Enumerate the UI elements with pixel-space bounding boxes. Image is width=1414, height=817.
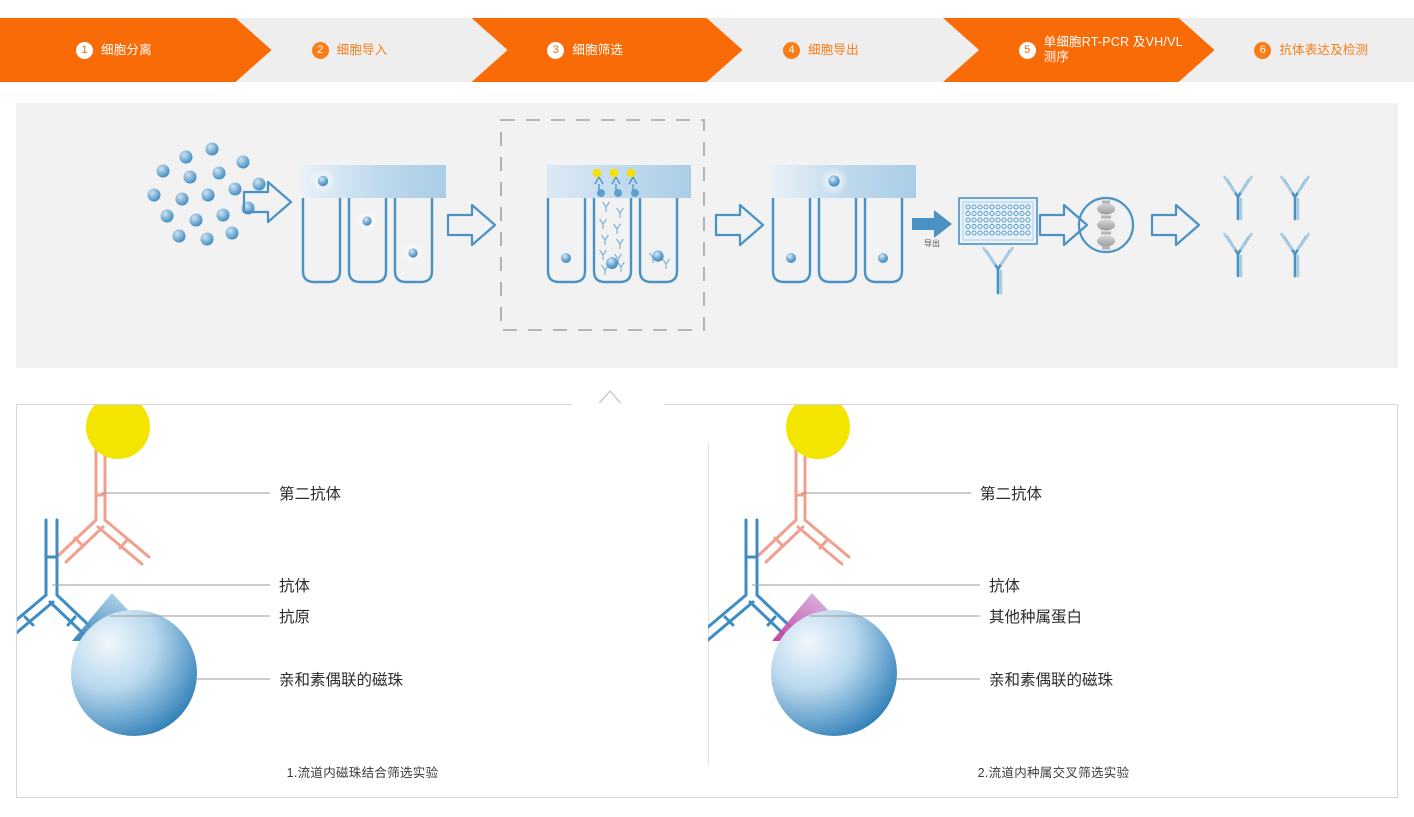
cell-export-channels-icon xyxy=(771,165,916,284)
process-step-2[interactable]: 2 细胞导入 xyxy=(235,18,508,82)
fluorescent-marker-icon xyxy=(786,405,850,459)
step-label: 细胞导出 xyxy=(808,42,859,57)
step-chevron-shape xyxy=(707,18,979,82)
step-chevron-shape xyxy=(942,18,1215,82)
bead-binding-assay-illustration: 第二抗体 抗体 抗原 亲和素偶联的磁珠 xyxy=(17,405,404,736)
cell-loading-channels-icon xyxy=(301,165,446,284)
cell-screening-channels-icon xyxy=(546,165,691,284)
process-step-3[interactable]: 3 细胞筛选 xyxy=(471,18,743,82)
leader-lines xyxy=(52,492,270,680)
screening-detail-panel: 第二抗体 抗体 抗原 亲和素偶联的磁珠 1.流道内磁珠结合筛选实验 xyxy=(16,403,1399,799)
step-label: 细胞分离 xyxy=(101,42,152,57)
cell-suspension-icon xyxy=(147,142,266,246)
left-panel-caption: 1.流道内磁珠结合筛选实验 xyxy=(286,766,439,780)
arrow-icon-2 xyxy=(446,203,497,247)
process-step-6[interactable]: 6 抗体表达及检测 xyxy=(1178,18,1414,82)
secondary-antibody-icon xyxy=(57,425,151,566)
step-number-badge: 4 xyxy=(783,41,800,59)
rt-pcr-dna-icon xyxy=(1077,196,1135,254)
step-chevron-shape xyxy=(1178,18,1414,82)
step-chevron-shape xyxy=(0,18,272,82)
process-step-5[interactable]: 5 单细胞RT-PCR 及VH/VL 测序 xyxy=(942,18,1215,82)
process-step-4[interactable]: 4 细胞导出 xyxy=(707,18,979,82)
panel-divider xyxy=(708,443,709,766)
antibody-label: 抗体 xyxy=(989,577,1021,595)
primary-antibody-icon xyxy=(708,518,799,642)
step-number-badge: 2 xyxy=(311,41,329,59)
detail-left-half: 第二抗体 抗体 抗原 亲和素偶联的磁珠 1.流道内磁珠结合筛选实验 xyxy=(17,405,708,799)
fluorescent-marker-icon xyxy=(86,405,150,459)
step-number-badge: 1 xyxy=(76,41,93,59)
step-label: 抗体表达及检测 xyxy=(1279,42,1369,57)
detail-right-half: 第二抗体 抗体 其他种属蛋白 亲和素偶联的磁珠 2.流道内种属交叉筛选实验 xyxy=(708,405,1399,799)
step-label: 单细胞RT-PCR 及VH/VL 测序 xyxy=(1043,35,1183,64)
step-number-badge: 5 xyxy=(1018,41,1036,59)
step-chevron-shape xyxy=(471,18,743,82)
step-chevron-shape xyxy=(235,18,508,82)
primary-antibody-icon xyxy=(17,518,99,642)
right-panel-caption: 2.流道内种属交叉筛选实验 xyxy=(977,766,1130,780)
magnetic-bead-icon xyxy=(71,610,197,736)
antigen-label: 抗原 xyxy=(279,608,310,626)
other-species-protein-label: 其他种属蛋白 xyxy=(989,608,1082,626)
arrow-icon-4 xyxy=(1038,203,1089,247)
well-plate-icon xyxy=(958,197,1038,295)
leader-lines xyxy=(752,492,980,680)
antibody-label: 抗体 xyxy=(279,577,311,595)
species-crossreactivity-assay-illustration: 第二抗体 抗体 其他种属蛋白 亲和素偶联的磁珠 xyxy=(708,405,1114,736)
process-overview-panel: 导出 xyxy=(16,103,1398,368)
screening-highlight-box xyxy=(500,119,705,331)
process-step-bar: 1 细胞分离 2 细胞导入 3 细胞筛选 4 细胞导出 5 单细胞RT-PCR 及VH/VL 测序… xyxy=(0,18,1414,82)
arrow-icon-5 xyxy=(1150,203,1201,247)
streptavidin-bead-label: 亲和素偶联的磁珠 xyxy=(989,671,1114,689)
secondary-antibody-label: 第二抗体 xyxy=(980,485,1043,503)
antibody-output-icon xyxy=(1223,175,1310,278)
step-number-badge: 3 xyxy=(547,41,565,59)
export-arrow-icon xyxy=(912,210,952,238)
step-number-badge: 6 xyxy=(1254,41,1272,59)
secondary-antibody-label: 第二抗体 xyxy=(279,485,342,503)
streptavidin-bead-label: 亲和素偶联的磁珠 xyxy=(279,671,404,689)
step-label: 细胞导入 xyxy=(336,42,388,57)
arrow-icon-1 xyxy=(242,180,293,224)
process-illustration: 导出 xyxy=(147,119,1310,331)
arrow-icon-3 xyxy=(714,203,765,247)
magnetic-bead-icon xyxy=(771,610,897,736)
process-step-1[interactable]: 1 细胞分离 xyxy=(0,18,272,82)
export-label: 导出 xyxy=(924,238,940,248)
step-label: 细胞筛选 xyxy=(572,42,624,57)
